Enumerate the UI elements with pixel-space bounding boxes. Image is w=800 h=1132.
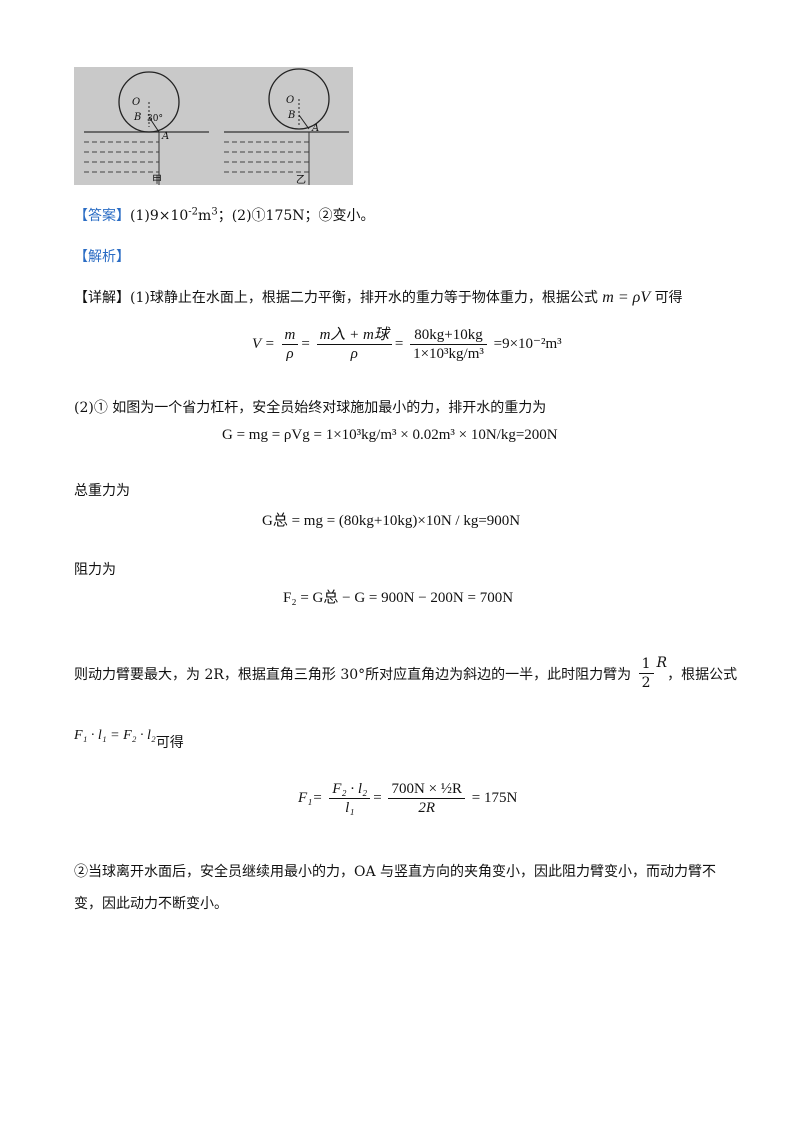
diagram-figure: O B 30° A 甲 O B A 乙 — [74, 67, 353, 185]
equation-resistance: F₂ = G总 − G = 900N − 200N = 700N — [283, 590, 514, 606]
eq5-f1-num: F₂ · l₂ — [329, 780, 371, 799]
arm-text-b: ，根据公式 — [667, 667, 738, 683]
answer-exp: -2 — [188, 206, 199, 218]
eq5-lhs: F₁= — [298, 789, 323, 806]
label-B-right: B — [288, 110, 296, 121]
detail-suffix: 可得 — [654, 290, 683, 306]
caption-left: 甲 — [152, 175, 162, 185]
eq5-f2-num: 700N × ½R — [388, 780, 466, 799]
eq1-f2-den: ρ — [350, 346, 358, 362]
detail-tag: 【详解】 — [74, 290, 130, 306]
label-B-left: B — [134, 112, 142, 123]
resist-label: 阻力为 — [74, 562, 116, 578]
part2b-line2: 变，因此动力不断变小。 — [74, 896, 228, 912]
formula-m-rho-v: m = ρV — [602, 289, 651, 306]
eq5-f2-den: 2R — [418, 800, 436, 816]
caption-right: 乙 — [296, 175, 306, 185]
answer-part1: (1)9×10 — [130, 208, 189, 224]
eq1-result: =9×10⁻²m³ — [493, 335, 562, 352]
part2b-line1: ②当球离开水面后，安全员继续用最小的力，OA 与竖直方向的夹角变小，因此阻力臂变… — [74, 864, 717, 880]
eq1-f3-den: 1×10³kg/m³ — [413, 346, 484, 362]
formula2-line: F₁ · l₁ = F₂ · l₂可得 — [74, 725, 184, 751]
total-label: 总重力为 — [74, 483, 130, 499]
eq1-f3-num: 80kg+10kg — [410, 326, 487, 345]
equation-total-weight: G总 = mg = (80kg+10kg)×10N / kg=900N — [262, 513, 521, 529]
arm-line: 则动力臂要最大，为 2R，根据直角三角形 30°所对应直角边为斜边的一半，此时阻… — [74, 655, 737, 692]
arm-frac-num: 1 — [638, 655, 654, 674]
eq1-f1-den: ρ — [286, 346, 294, 362]
eq5-f1-den: l₁ — [345, 800, 355, 816]
lever-ball-diagram — [84, 68, 349, 185]
label-O-left: O — [132, 97, 141, 108]
arm-R: R — [656, 655, 668, 671]
answer-tag: 【答案】 — [74, 208, 130, 224]
eq1-lhs: V = — [252, 335, 275, 352]
label-A-right: A — [312, 123, 320, 134]
arm-frac-den: 2 — [641, 675, 651, 691]
part2-intro: (2)① 如图为一个省力杠杆，安全员始终对球施加最小的力，排开水的重力为 — [74, 400, 547, 416]
detail-line: 【详解】(1)球静止在水面上，根据二力平衡，排开水的重力等于物体重力，根据公式 … — [74, 288, 683, 308]
analysis-tag: 【解析】 — [74, 249, 130, 265]
label-angle: 30° — [147, 114, 163, 124]
formula2-suffix: 可得 — [155, 735, 184, 751]
answer-unit: m — [198, 208, 212, 224]
eq1-f2-num: m入 + m球 — [316, 326, 392, 345]
answer-rest: ；(2)①175N；②变小。 — [217, 208, 375, 224]
answer-unit-exp: 3 — [211, 206, 218, 218]
equation-buoyancy: G = mg = ρVg = 1×10³kg/m³ × 0.02m³ × 10N… — [222, 427, 558, 443]
label-A-left: A — [162, 131, 170, 142]
detail-text: (1)球静止在水面上，根据二力平衡，排开水的重力等于物体重力，根据公式 — [130, 290, 598, 306]
answer-line: 【答案】(1)9×10-2m3；(2)①175N；②变小。 — [74, 206, 375, 226]
eq5-result: = 175N — [471, 789, 518, 806]
arm-text-a: 则动力臂要最大，为 2R，根据直角三角形 30°所对应直角边为斜边的一半，此时阻… — [74, 667, 632, 683]
formula2: F₁ · l₁ = F₂ · l₂ — [74, 728, 156, 743]
label-O-right: O — [286, 95, 295, 106]
eq1-f1-num: m — [281, 326, 299, 345]
